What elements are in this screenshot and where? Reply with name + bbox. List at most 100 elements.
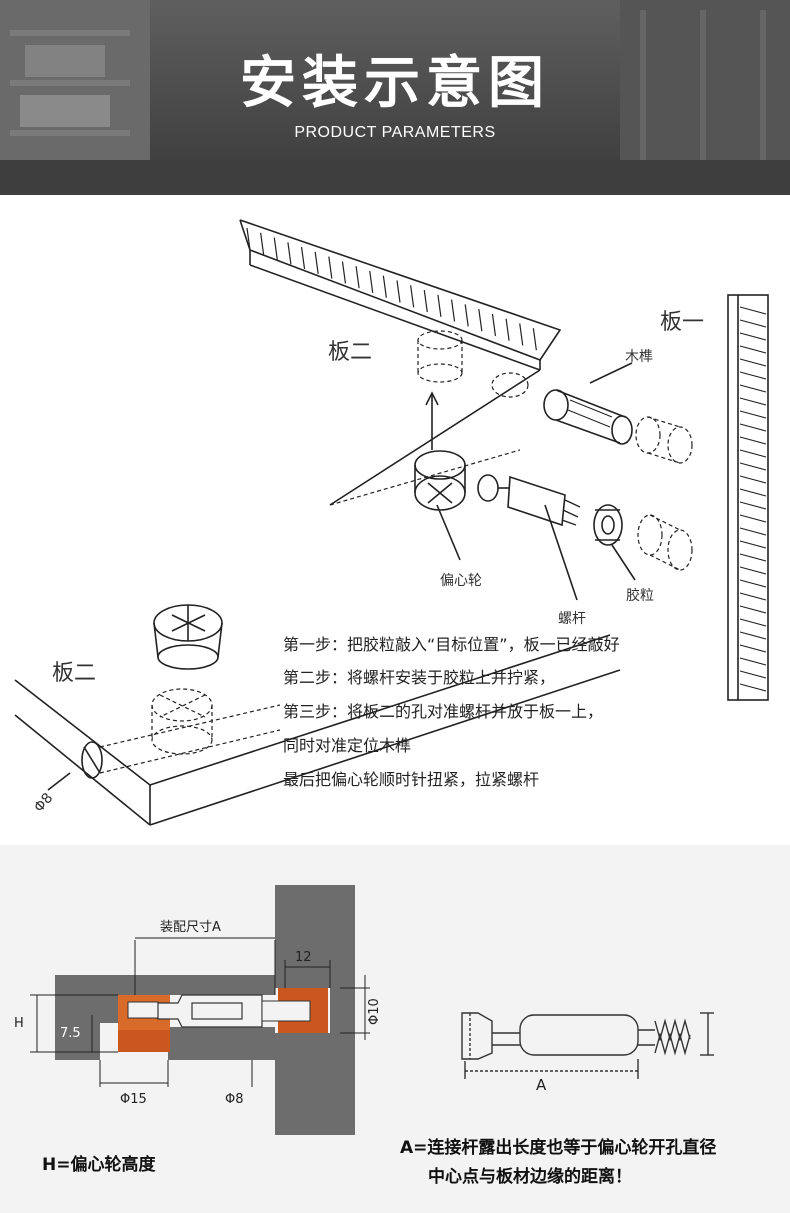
dim-h: H [14,1016,24,1031]
hatch-line [739,449,767,458]
step-final: 最后把偏心轮顺时针扭紧，拉紧螺杆 [283,770,539,789]
hatch-line [382,275,387,298]
dim-phi8: Φ8 [225,1092,244,1107]
hatch-line [505,318,510,341]
hatch-line [423,289,428,313]
board-one-hatch [739,306,767,692]
dashed-hole-insert [637,514,693,571]
connector-bolt-drawing [461,1012,714,1079]
hatch-line [341,261,347,284]
hatch-line [287,242,292,265]
hatch-line [314,251,319,274]
hatch-line [410,285,415,308]
hatch-line [739,501,767,510]
hatch-line [739,566,767,575]
hatch-line [300,247,306,270]
note-a-line1: A=连接杆露出长度也等于偏心轮开孔直径 [400,1137,716,1158]
hatch-line [739,670,767,679]
hatch-line [739,384,767,393]
hatch-line [739,527,767,536]
insert-drawing [593,504,623,546]
top-board-hatch [246,227,537,351]
dim-a: A [536,1076,547,1094]
hatch-line [246,227,251,251]
hatch-line [739,605,767,614]
hatch-line [739,592,767,601]
cam-lock-drawing [414,450,466,511]
dowel-drawing [543,389,633,445]
insert-section [261,988,328,1033]
label-board-one: 板一 [660,310,704,335]
dashed-bore-bottom [99,688,281,774]
step-1: 第一步：把胶粒敲入“目标位置”，板一已经敲好 [283,635,620,654]
header-banner: 安装示意图 PRODUCT PARAMETERS [0,0,790,195]
label-hole-diameter: Φ8 [31,790,56,816]
step-3-cont: 同时对准定位木榫 [283,736,411,755]
hatch-line [739,631,767,640]
bottom-board-drawing [14,634,621,826]
hatch-line [739,423,767,432]
label-insert: 胶粒 [626,587,654,604]
dim-12: 12 [295,950,312,965]
hatch-line [739,644,767,653]
label-board-two-bottom: 板二 [52,661,96,686]
hatch-line [739,358,767,367]
hatch-line [739,397,767,406]
dimension-section: 装配尺寸A 12 Φ10 H 7.5 Φ15 Φ8 A H=偏心轮高度 A=连接… [0,845,790,1213]
hatch-line [491,313,497,336]
hatch-line [739,319,767,328]
hatch-line [739,657,767,666]
hatch-line [739,345,767,354]
dim-phi10: Φ10 [367,998,382,1025]
hatch-line [739,683,767,692]
dim-7-5: 7.5 [60,1026,81,1041]
hatch-line [450,299,456,322]
label-board-two-top: 板二 [328,340,372,365]
hatch-line [739,462,767,471]
hatch-line [739,436,767,445]
hatch-line [519,323,524,346]
top-board-drawing [239,219,562,506]
hatch-line [532,328,537,351]
note-h: H=偏心轮高度 [42,1154,156,1175]
dashed-hole-top [329,330,529,506]
step-3: 第三步：将板二的孔对准螺杆并放于板一上， [283,702,603,721]
bolt-drawing [477,474,581,527]
hatch-line [355,266,360,289]
cam-lock-small-drawing [153,604,223,670]
hatch-line [739,410,767,419]
wardrobe-background [0,0,790,195]
dim-assembly-size: 装配尺寸A [160,920,221,935]
note-a-line2: 中心点与板材边缘的距离！ [428,1166,632,1187]
hatch-line [739,540,767,549]
hatch-line [739,475,767,484]
hatch-line [260,232,265,255]
board-one-drawing [727,294,769,701]
hatch-line [739,488,767,497]
hatch-line [739,514,767,523]
label-bolt: 螺杆 [558,611,586,627]
hatch-line [464,304,469,327]
dimension-diagram: 装配尺寸A 12 Φ10 H 7.5 Φ15 Φ8 A H=偏心轮高度 A=连接… [14,885,716,1187]
bolt-section [157,994,263,1028]
hatch-line [739,618,767,627]
step-2: 第二步：将螺杆安装于胶粒上并拧紧， [283,668,555,687]
dashed-hole-dowel [635,416,693,464]
hatch-line [739,332,767,341]
hatch-line [328,256,333,279]
label-cam: 偏心轮 [440,573,482,589]
hatch-line [739,579,767,588]
installation-diagram: 板二 板一 板二 木榫 偏心轮 螺杆 胶粒 Φ8 第一步：把胶粒敲入“目标位置”… [14,219,769,826]
hatch-line [437,294,442,317]
page-title: 安装示意图 [240,51,550,116]
page-subtitle: PRODUCT PARAMETERS [294,124,496,141]
dim-phi15: Φ15 [120,1092,147,1107]
hatch-line [396,280,401,303]
label-dowel: 木榫 [625,349,653,365]
hatch-line [739,306,767,315]
hatch-line [739,553,767,562]
hatch-line [478,309,483,332]
hatch-line [369,270,374,294]
hatch-line [739,371,767,380]
hatch-line [273,237,278,260]
